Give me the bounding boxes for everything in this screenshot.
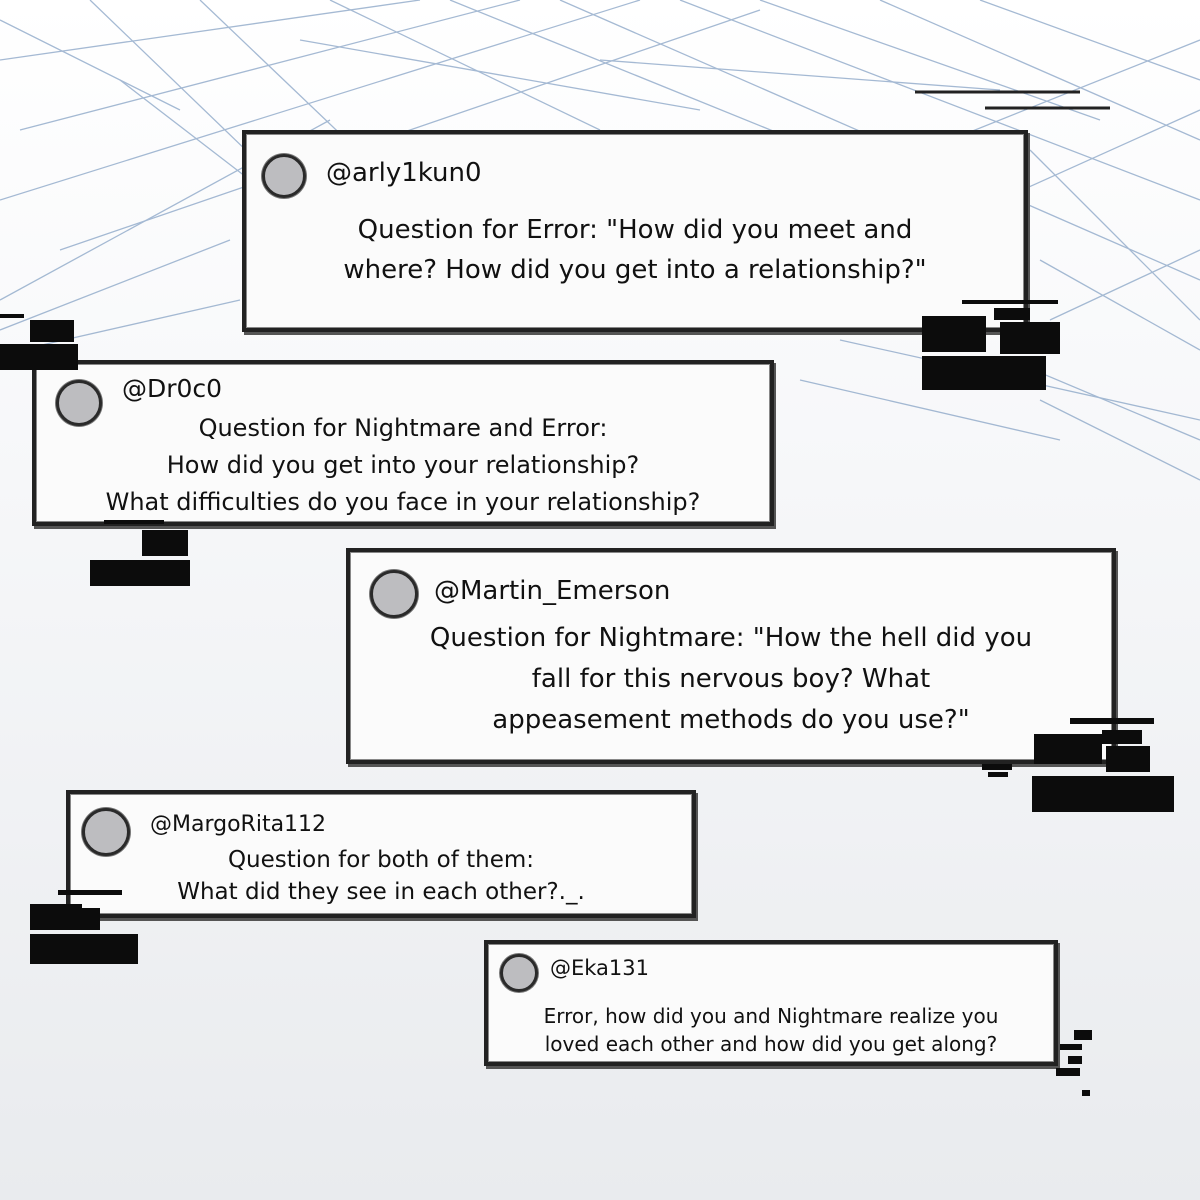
username: @MargoRita112: [150, 812, 327, 837]
avatar: [82, 808, 130, 856]
username: @Dr0c0: [122, 374, 223, 403]
question-card: @arly1kun0 Question for Error: "How did …: [242, 130, 1028, 332]
question-card: @Dr0c0 Question for Nightmare and Error:…: [32, 360, 774, 526]
question-text: Error, how did you and Nightmare realize…: [543, 1004, 999, 1056]
question-text: Question for both of them: What did they…: [177, 847, 585, 905]
avatar: [370, 570, 418, 618]
avatar: [56, 380, 102, 426]
avatar: [262, 154, 306, 198]
question-text: Question for Error: "How did you meet an…: [343, 215, 927, 285]
avatar: [500, 954, 538, 992]
question-card: @Eka131 Error, how did you and Nightmare…: [484, 940, 1058, 1066]
username: @arly1kun0: [326, 158, 482, 188]
username: @Martin_Emerson: [434, 576, 671, 606]
question-card: @Martin_Emerson Question for Nightmare: …: [346, 548, 1116, 764]
question-card: @MargoRita112 Question for both of them:…: [66, 790, 696, 918]
username: @Eka131: [550, 956, 650, 980]
question-text: Question for Nightmare: "How the hell di…: [429, 623, 1033, 735]
question-text: Question for Nightmare and Error: How di…: [105, 414, 701, 516]
